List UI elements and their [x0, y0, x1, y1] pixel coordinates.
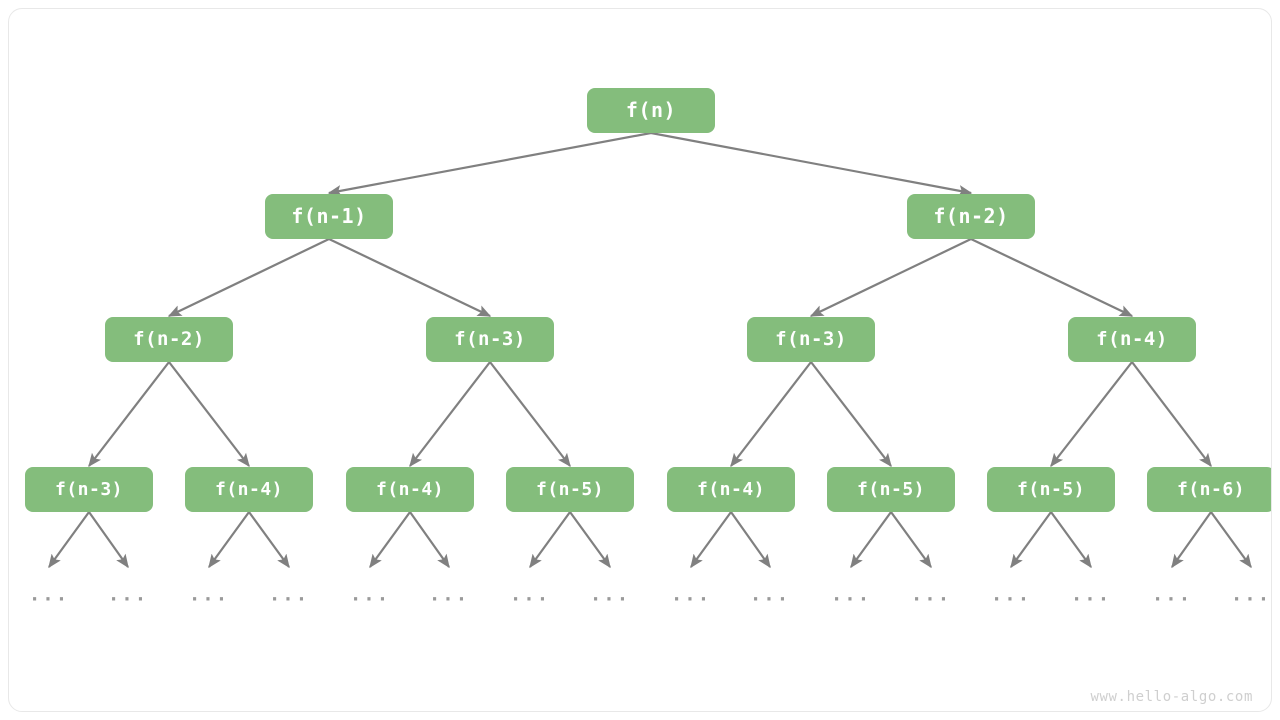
tree-node[interactable]: f(n-3) — [747, 316, 875, 362]
ellipsis-marker: ... — [509, 583, 551, 606]
tree-edge — [650, 131, 973, 197]
tree-edge — [248, 511, 290, 569]
tree-node[interactable]: f(n-4) — [346, 466, 474, 512]
tree-node[interactable]: f(n-3) — [426, 316, 554, 362]
ellipsis-marker: ... — [990, 583, 1032, 606]
tree-node[interactable]: f(n-4) — [667, 466, 795, 512]
ellipsis-marker: ... — [749, 583, 791, 606]
tree-edge — [1210, 511, 1252, 569]
ellipsis-marker: ... — [830, 583, 872, 606]
tree-node-label: f(n-2) — [933, 204, 1009, 228]
tree-node[interactable]: f(n-2) — [907, 193, 1035, 239]
tree-edge — [730, 361, 812, 468]
ellipsis-marker: ... — [910, 583, 952, 606]
tree-edge — [409, 361, 491, 468]
tree-edge — [810, 361, 892, 468]
ellipsis-marker: ... — [107, 583, 149, 606]
ellipsis-marker: ... — [1070, 583, 1112, 606]
ellipsis-marker: ... — [28, 583, 70, 606]
tree-edge — [88, 511, 129, 569]
tree-edge — [890, 511, 932, 569]
tree-edge — [730, 511, 771, 569]
tree-node[interactable]: f(n-4) — [1068, 316, 1196, 362]
tree-node-label: f(n-6) — [1176, 478, 1246, 500]
tree-edge — [850, 511, 892, 569]
tree-edge — [369, 511, 411, 569]
tree-node-label: f(n-3) — [775, 328, 847, 350]
tree-edge — [167, 238, 330, 317]
watermark: www.hello-algo.com — [1090, 689, 1253, 705]
diagram-card: f(n) f(n-1) f(n-2) f(n-2) f(n-3) f(n-3) f(n-4)… — [8, 8, 1272, 712]
tree-edge — [1050, 361, 1133, 468]
tree-edge — [48, 511, 90, 569]
tree-edge — [1050, 511, 1092, 569]
tree-edge — [489, 361, 571, 468]
tree-edge — [1010, 511, 1052, 569]
tree-edge — [88, 361, 170, 468]
tree-edge — [970, 238, 1134, 317]
tree-node[interactable]: f(n-1) — [265, 193, 393, 239]
tree-edge — [569, 511, 611, 569]
tree-node[interactable]: f(n-4) — [185, 466, 313, 512]
tree-node-label: f(n-5) — [535, 478, 605, 500]
tree-node-label: f(n-4) — [214, 478, 284, 500]
ellipsis-marker: ... — [349, 583, 391, 606]
ellipsis-marker: ... — [268, 583, 310, 606]
tree-edge — [208, 511, 250, 569]
tree-node[interactable]: f(n-2) — [105, 316, 233, 362]
tree-node-label: f(n-4) — [696, 478, 766, 500]
tree-node[interactable]: f(n-5) — [987, 466, 1115, 512]
tree-node[interactable]: f(n-6) — [1147, 466, 1271, 512]
tree-edge — [168, 361, 250, 468]
tree-node-label: f(n-2) — [133, 328, 205, 350]
tree-node-label: f(n) — [625, 98, 677, 122]
tree-node-label: f(n-5) — [1016, 478, 1086, 500]
ellipsis-marker: ... — [589, 583, 631, 606]
tree-node-label: f(n-4) — [1096, 328, 1168, 350]
tree-edge — [1171, 511, 1212, 569]
tree-node[interactable]: f(n-5) — [827, 466, 955, 512]
tree-node-label: f(n-3) — [54, 478, 124, 500]
ellipsis-marker: ... — [1151, 583, 1193, 606]
tree-node[interactable]: f(n) — [587, 87, 715, 133]
tree-edge — [1131, 361, 1212, 468]
tree-edge — [809, 238, 972, 317]
tree-edge — [327, 131, 652, 197]
tree-edge — [409, 511, 450, 569]
recursion-tree-stage: f(n) f(n-1) f(n-2) f(n-2) f(n-3) f(n-3) f(n-4)… — [9, 9, 1272, 711]
tree-node[interactable]: f(n-5) — [506, 466, 634, 512]
tree-node-label: f(n-5) — [856, 478, 926, 500]
tree-node-label: f(n-4) — [375, 478, 445, 500]
ellipsis-marker: ... — [1230, 583, 1272, 606]
tree-node-label: f(n-3) — [454, 328, 526, 350]
tree-node-label: f(n-1) — [291, 204, 367, 228]
tree-node[interactable]: f(n-3) — [25, 466, 153, 512]
tree-edge — [690, 511, 732, 569]
tree-edge — [529, 511, 571, 569]
ellipsis-marker: ... — [188, 583, 230, 606]
tree-edge — [328, 238, 492, 317]
ellipsis-marker: ... — [428, 583, 470, 606]
ellipsis-marker: ... — [670, 583, 712, 606]
